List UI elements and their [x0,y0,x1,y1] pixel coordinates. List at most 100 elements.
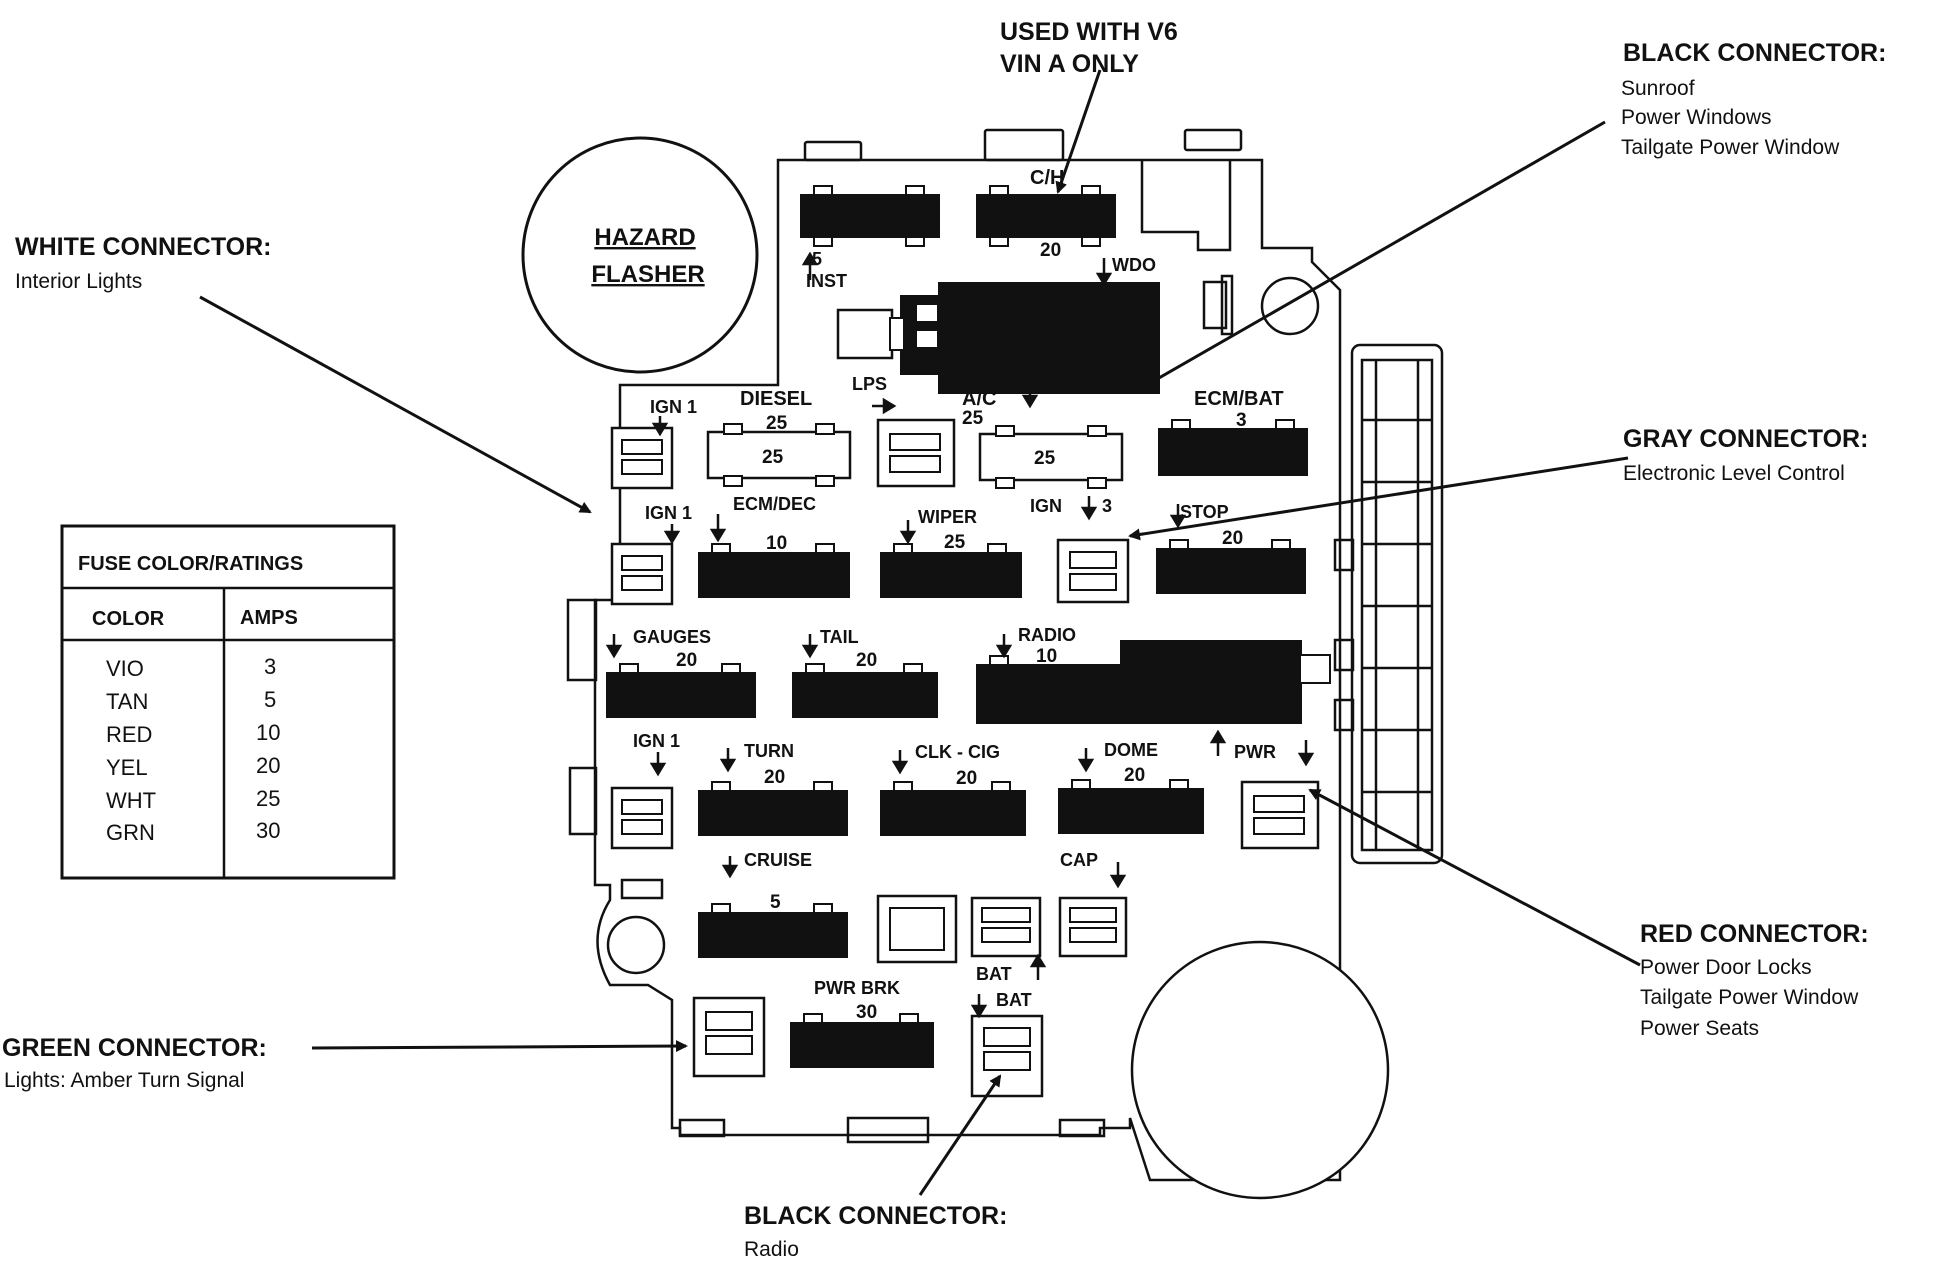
callout-lines [199,69,1641,1196]
fuse-ecm-dec-name: ECM/DEC [733,494,816,514]
connector-ign1-b [610,542,674,606]
fuse-pwr-brk-amps: 30 [856,1002,877,1023]
fuse-bat-b-name: BAT [996,990,1032,1010]
table-col-color: COLOR [92,608,165,630]
fuse-dome [1058,779,1204,834]
fuse-cruise-name: CRUISE [744,850,812,870]
table-row: WHT 25 [106,786,280,813]
fuse-ratings-table: FUSE COLOR/RATINGS COLOR AMPS VIO 3 TAN … [60,524,396,880]
green-title: GREEN CONNECTOR: [2,1034,267,1062]
white-item-0: Interior Lights [15,270,142,293]
connector-relay-square [876,894,958,964]
table-cell-amps: 5 [264,687,276,712]
fuse-ign1-a-name: IGN 1 [650,397,697,417]
connector-ign3-gray [1056,538,1130,604]
fuse-ac [978,425,1124,489]
connector-pwr-red [1240,780,1320,850]
table-title: FUSE COLOR/RATINGS [78,553,303,575]
black-top-item-2: Tailgate Power Window [1621,136,1840,159]
table-cell-amps: 30 [256,818,280,843]
fuse-ac-amps: 25 [1034,448,1056,469]
fuse-turn [698,781,848,836]
table-cell-amps: 20 [256,753,280,778]
fuse-gauges [606,663,756,718]
wdo-relay [836,282,1160,394]
table-row: VIO 3 [106,654,276,681]
connectors [610,418,1320,1098]
connector-bat-a [970,896,1042,958]
fuse-dome-name: DOME [1104,740,1158,760]
table-cell-color: VIO [106,656,144,681]
connector-green [692,996,766,1078]
mounting-circle [1130,940,1390,1200]
fuse-diesel [706,423,852,487]
hazard-flasher-line1: HAZARD [594,224,695,251]
fuse-wiper-name: WIPER [918,507,977,527]
table-cell-amps: 25 [256,786,280,811]
fuse-pwr-brk-name: PWR BRK [814,978,900,998]
fuse-wiper [880,543,1022,598]
fuse-cap-name: CAP [1060,850,1098,870]
callout-green: GREEN CONNECTOR: Lights: Amber Turn Sign… [2,1034,267,1092]
fuse-wdo-name: WDO [1112,255,1156,275]
black-bottom-title: BLACK CONNECTOR: [744,1202,1007,1230]
fuse-gauges-name: GAUGES [633,627,711,647]
green-item-0: Lights: Amber Turn Signal [4,1069,244,1092]
fuse-inst-amps: 5 [812,249,822,269]
table-cell-color: TAN [106,689,148,714]
fuse-cruise [698,903,848,958]
fuse-ch [976,185,1116,247]
fuse-turn-name: TURN [744,741,794,761]
red-item-1: Tailgate Power Window [1640,986,1859,1009]
fuse-diesel-name: DIESEL [740,388,812,410]
gray-title: GRAY CONNECTOR: [1623,425,1868,453]
callout-black-top: BLACK CONNECTOR: Sunroof Power Windows T… [1621,39,1886,159]
connector-lps [876,418,956,488]
table-cell-color: WHT [106,788,156,813]
callout-used-with-v6: USED WITH V6 VIN A ONLY [1000,18,1178,78]
callout-white: WHITE CONNECTOR: Interior Lights [15,233,271,293]
hazard-flasher-line2: FLASHER [591,261,704,288]
fuses [606,185,1331,1068]
fuse-dome-amps: 20 [1124,765,1145,786]
table-row: YEL 20 [106,753,280,780]
red-title: RED CONNECTOR: [1640,920,1869,948]
fuse-ign3-name: IGN [1030,496,1062,516]
fuse-diesel-amps-label: 25 [766,413,788,434]
fuse-inst [800,185,940,247]
top-note-line1: USED WITH V6 [1000,18,1178,46]
table-cell-amps: 3 [264,654,276,679]
connector-ign1-c [610,786,674,850]
fuse-inst-name: INST [806,271,847,291]
fuse-pwr-name: PWR [1234,742,1276,762]
fuse-ecm-dec [698,543,850,598]
fuse-ign1-c-name: IGN 1 [633,731,680,751]
table-row: GRN 30 [106,818,280,845]
connector-ign1-a [610,426,674,490]
red-item-2: Power Seats [1640,1017,1759,1040]
black-top-title: BLACK CONNECTOR: [1623,39,1886,67]
connector-cap [1058,896,1128,958]
fuse-ch-amps: 20 [1040,240,1061,261]
fuse-gauges-amps: 20 [676,650,697,671]
table-row: TAN 5 [106,687,276,714]
table-cell-amps: 10 [256,720,280,745]
hazard-flasher: HAZARD FLASHER [521,136,759,374]
table-cell-color: RED [106,722,152,747]
fuse-radio-name: RADIO [1018,625,1076,645]
fuse-radio [976,640,1331,724]
fuse-lps-name: LPS [852,374,887,394]
black-bottom-item-0: Radio [744,1238,799,1261]
fuse-turn-amps: 20 [764,767,785,788]
red-item-0: Power Door Locks [1640,956,1812,979]
callout-gray: GRAY CONNECTOR: Electronic Level Control [1623,425,1868,485]
top-note-line2: VIN A ONLY [1000,50,1139,78]
fuse-pwr-brk [790,1013,934,1068]
fuse-clk-cig-name: CLK - CIG [915,742,1000,762]
fuse-cruise-amps: 5 [770,892,781,913]
fuse-ecm-bat-name: ECM/BAT [1194,388,1284,410]
fuse-clk-cig-amps: 20 [956,768,977,789]
fuse-ign3-num: 3 [1102,496,1112,516]
